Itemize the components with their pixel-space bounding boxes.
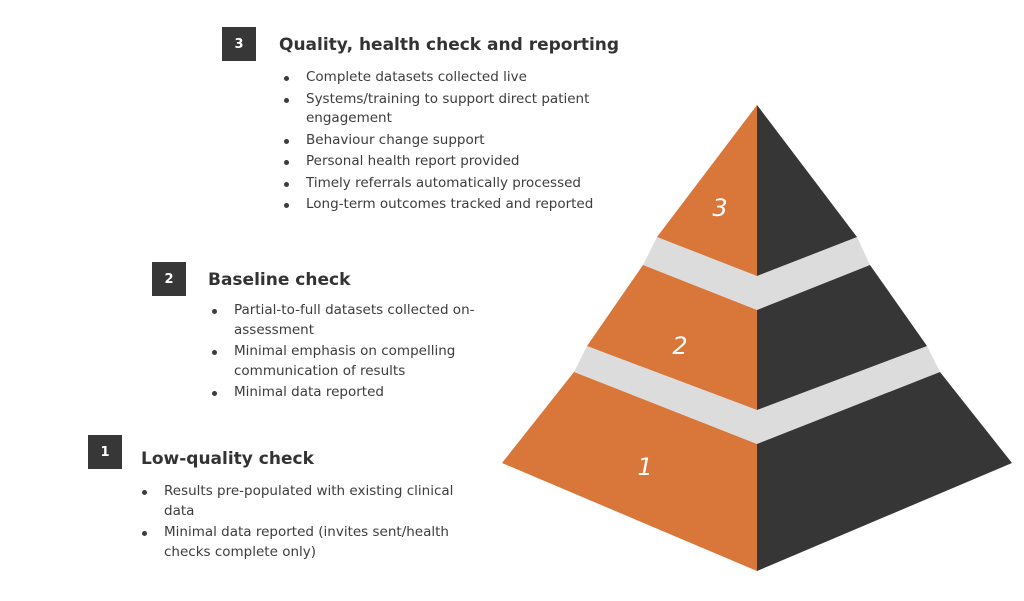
level-1-side-face — [757, 372, 1012, 571]
level-3-front-face — [657, 105, 757, 276]
list-item: Minimal data reported (invites sent/heal… — [138, 523, 468, 562]
gap-band-upper — [643, 237, 870, 310]
list-item: Systems/training to support direct patie… — [280, 90, 620, 129]
tier-2-bullets: Partial-to-full datasets collected on-as… — [208, 301, 483, 405]
list-item: Behaviour change support — [280, 131, 620, 151]
level-3-side-face — [757, 105, 857, 276]
list-item: Timely referrals automatically processed — [280, 174, 620, 194]
tier-1-badge: 1 — [88, 435, 122, 469]
list-item: Partial-to-full datasets collected on-as… — [208, 301, 483, 340]
list-item: Minimal data reported — [208, 383, 483, 403]
level-3-number: 3 — [712, 194, 727, 222]
level-2-front-face — [587, 265, 757, 410]
list-item: Personal health report provided — [280, 152, 620, 172]
tier-3-bullets: Complete datasets collected live Systems… — [280, 68, 620, 217]
level-1-front-face — [502, 372, 757, 571]
list-item: Long-term outcomes tracked and reported — [280, 195, 620, 215]
tier-2-badge: 2 — [152, 262, 186, 296]
level-1-number: 1 — [637, 453, 652, 481]
level-2-side-face — [757, 265, 927, 410]
tier-2-title: Baseline check — [208, 270, 351, 290]
tier-1-title: Low-quality check — [141, 449, 314, 469]
list-item: Complete datasets collected live — [280, 68, 620, 88]
tier-3-badge: 3 — [222, 27, 256, 61]
level-2-number: 2 — [672, 332, 687, 360]
list-item: Minimal emphasis on compelling communica… — [208, 342, 483, 381]
tier-3-title: Quality, health check and reporting — [279, 35, 620, 55]
list-item: Results pre-populated with existing clin… — [138, 482, 468, 521]
gap-band-lower — [574, 346, 940, 444]
tier-1-bullets: Results pre-populated with existing clin… — [138, 482, 468, 564]
